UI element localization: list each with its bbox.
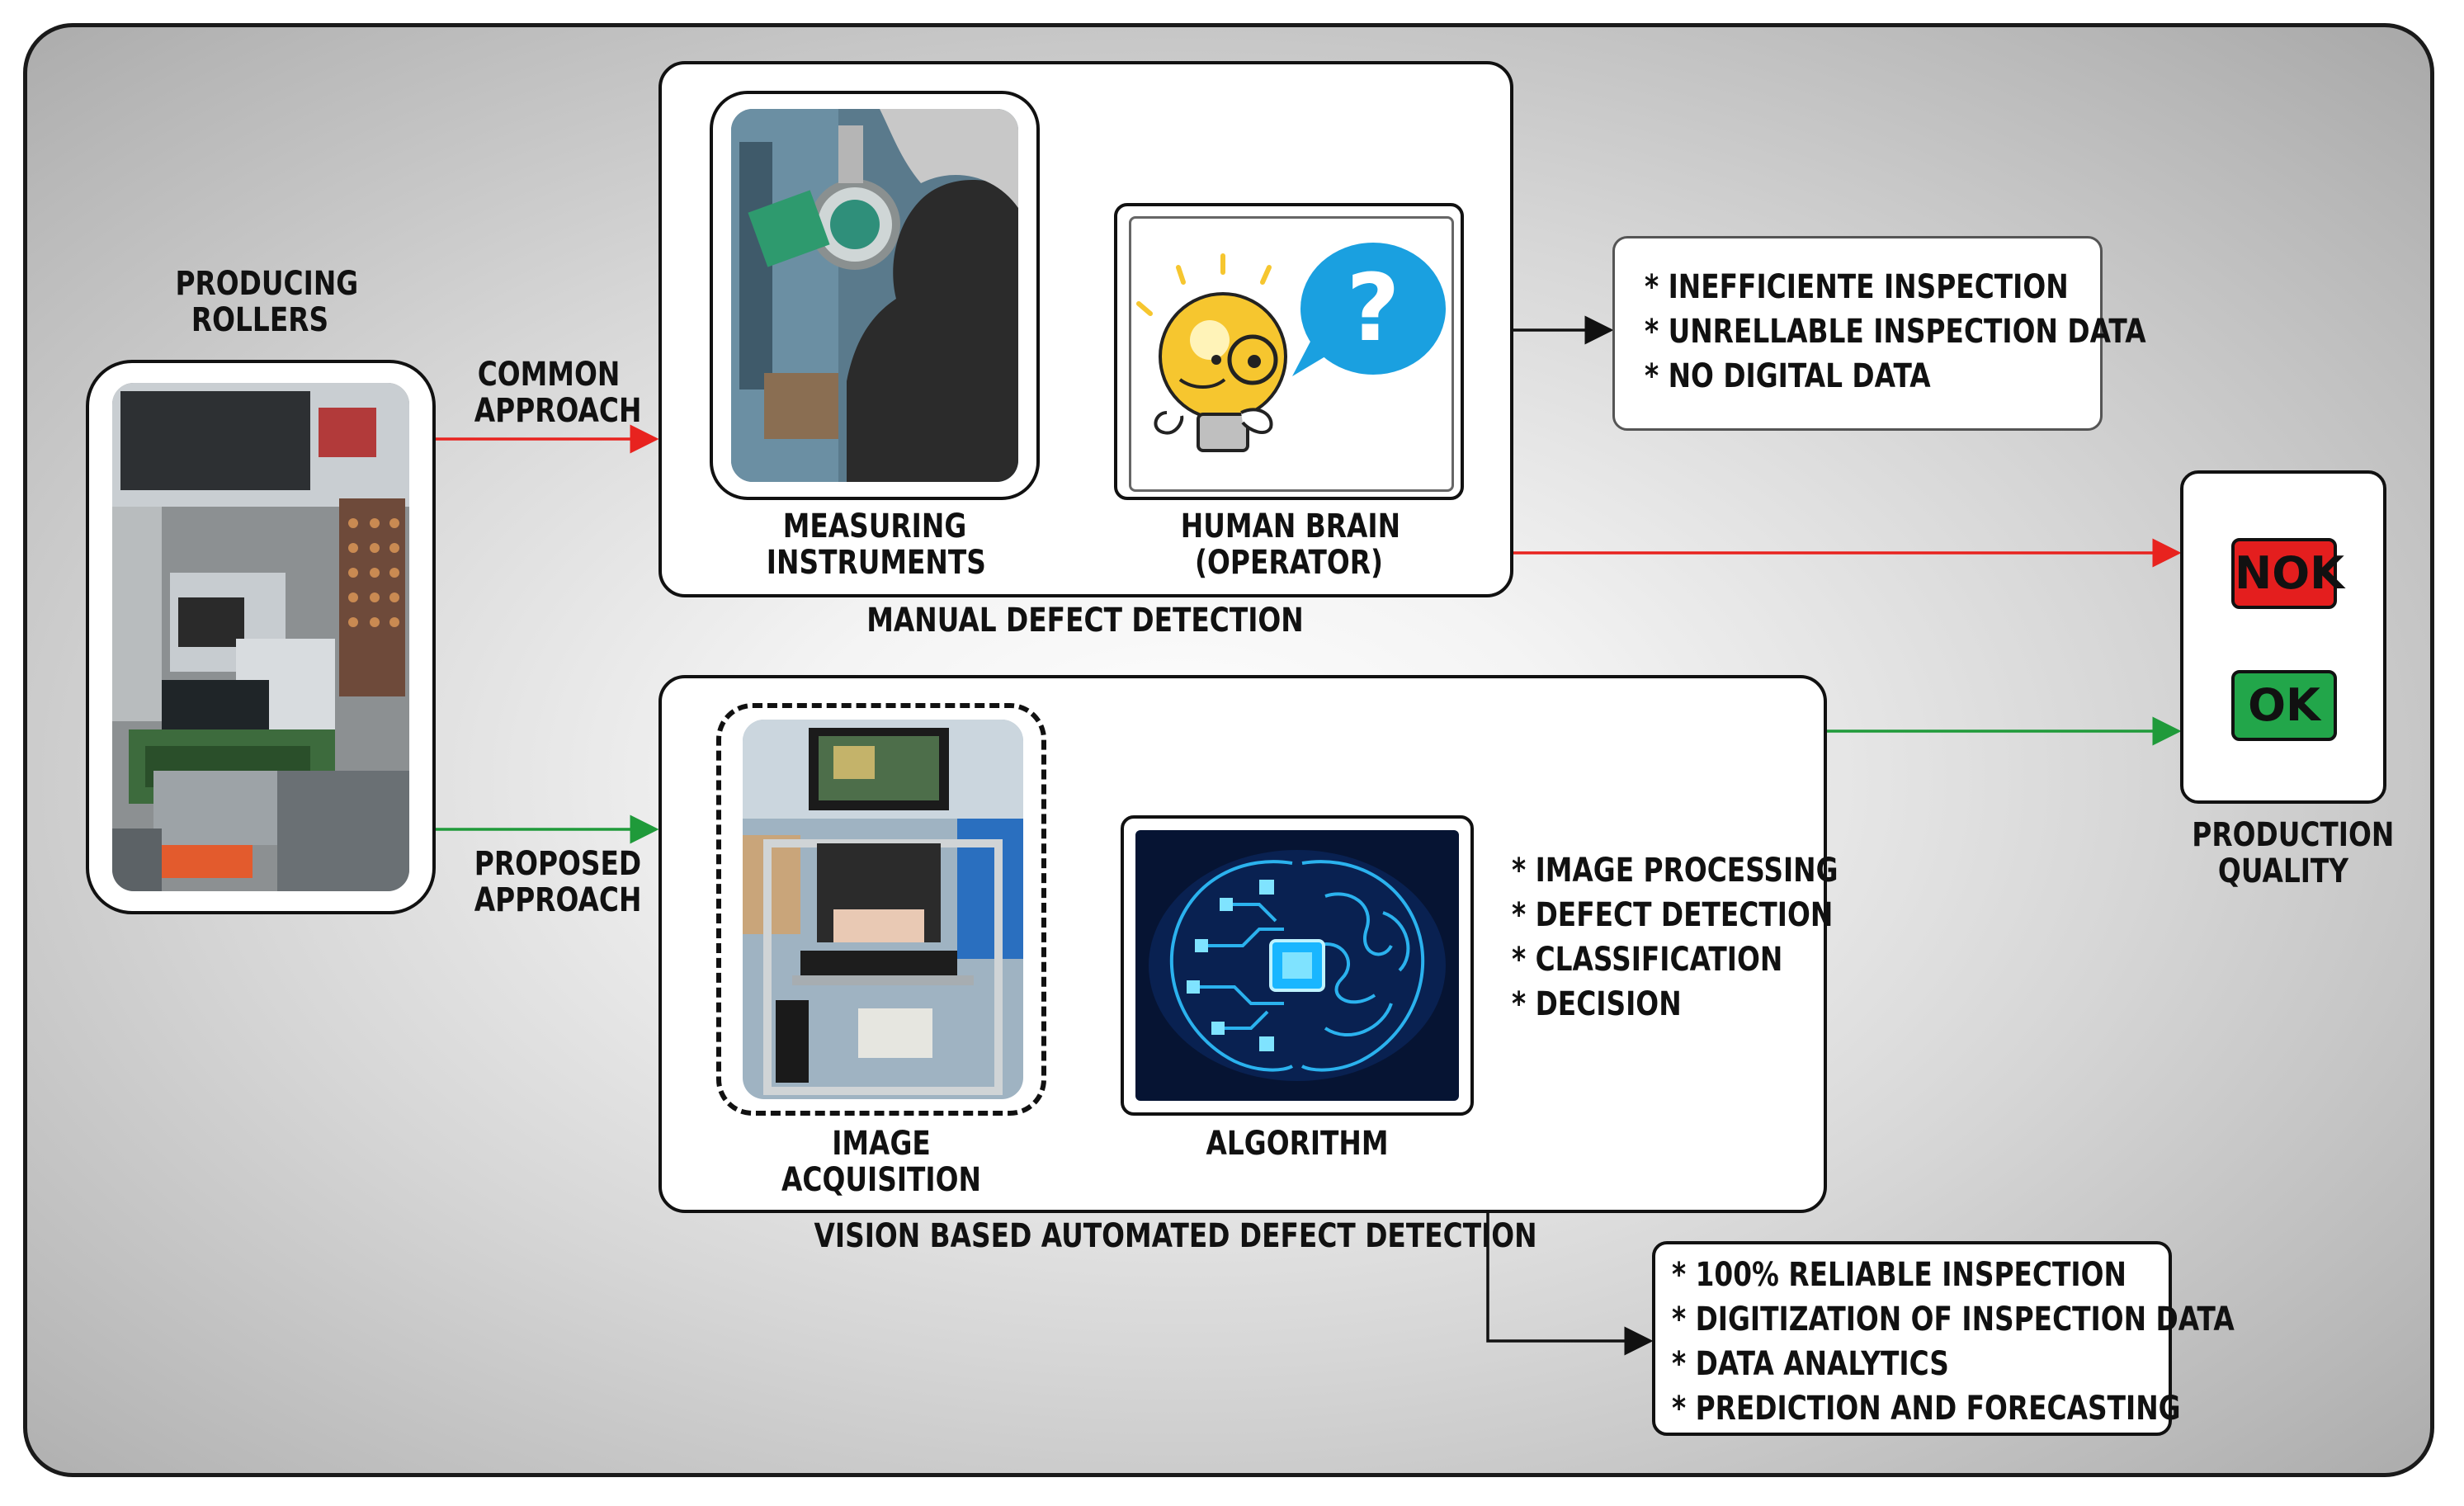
lightbulb-question-illustration: ? <box>1136 243 1446 452</box>
vision-outcomes-list: * 100% RELIABLE INSPECTION * DIGITIZATIO… <box>1672 1253 2235 1431</box>
production-line-photo <box>112 383 409 891</box>
vision-outcome-item: * DIGITIZATION OF INSPECTION DATA <box>1672 1301 2235 1338</box>
algorithm-label: ALGORITHM <box>1206 1125 1389 1163</box>
algorithm-step-item: * CLASSIFICATION <box>1512 941 1783 979</box>
manual-outcomes-box: * INEFFICIENTE INSPECTION * UNRELLABLE I… <box>1612 236 2146 431</box>
production-line-image <box>112 383 409 891</box>
acquisition-station-image <box>743 720 1023 1099</box>
lightbulb-icon <box>1136 253 1287 452</box>
ok-badge: OK <box>2231 670 2337 741</box>
manual-outcome-item: * INEFFICIENTE INSPECTION <box>1645 268 2069 306</box>
ai-brain-image <box>1135 830 1459 1101</box>
algorithm-image <box>1135 830 1459 1101</box>
nok-badge: NOK <box>2231 538 2344 609</box>
speech-bubble <box>1292 243 1446 376</box>
magnifier-inspection-image <box>731 109 1018 482</box>
production-quality-box: NOK OK <box>2180 470 2386 804</box>
measuring-instruments-frame <box>710 91 1040 500</box>
algorithm-frame <box>1121 815 1474 1116</box>
manual-outcomes-list: * INEFFICIENTE INSPECTION * UNRELLABLE I… <box>1645 265 2146 399</box>
image-acquisition-photo <box>743 720 1023 1099</box>
human-brain-label: HUMAN BRAIN(OPERATOR) <box>1180 508 1401 582</box>
vision-outcome-item: * PREDICTION AND FORECASTING <box>1672 1390 2181 1428</box>
question-mark: ? <box>1347 255 1400 362</box>
manual-outcome-item: * NO DIGITAL DATA <box>1645 357 1931 395</box>
algorithm-steps-list: * IMAGE PROCESSING * DEFECT DETECTION * … <box>1512 848 1839 1027</box>
human-brain-frame: ? <box>1114 203 1464 500</box>
manual-detection-caption: MANUAL DEFECT DETECTION <box>866 602 1304 640</box>
vision-to-outcomes-arrow <box>1486 1213 1654 1356</box>
measuring-instruments-photo <box>731 109 1018 482</box>
vision-outcomes-box: * 100% RELIABLE INSPECTION * DIGITIZATIO… <box>1652 1241 2235 1436</box>
vision-outcome-item: * 100% RELIABLE INSPECTION <box>1672 1256 2126 1294</box>
algorithm-step-item: * IMAGE PROCESSING <box>1512 852 1839 890</box>
algorithm-step-item: * DEFECT DETECTION <box>1512 896 1834 934</box>
image-acquisition-frame <box>716 703 1046 1116</box>
vision-detection-caption: VISION BASED AUTOMATED DEFECT DETECTION <box>814 1217 1537 1255</box>
algorithm-step-item: * DECISION <box>1512 985 1682 1023</box>
vision-outcome-item: * DATA ANALYTICS <box>1672 1345 1949 1383</box>
producing-rollers-box <box>86 360 436 914</box>
manual-outcome-item: * UNRELLABLE INSPECTION DATA <box>1645 313 2146 351</box>
